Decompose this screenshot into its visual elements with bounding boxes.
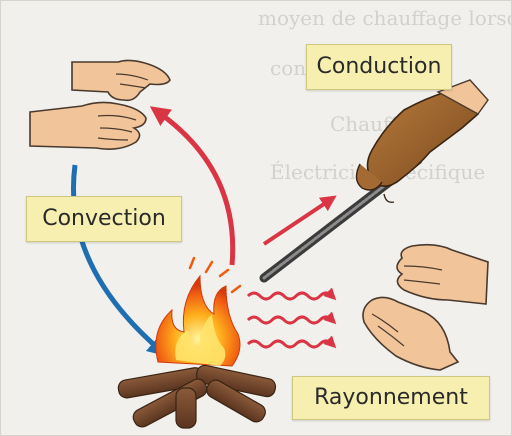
radiation-wave-3 [248,341,332,347]
fire-flame-icon [156,258,240,366]
label-convection: Convection [26,196,182,242]
radiation-waves [248,293,332,347]
leather-glove-icon [356,80,488,202]
radiation-wave-2 [248,317,332,323]
convection-up-arrow [158,112,233,265]
label-conduction: Conduction [306,44,452,90]
radiation-wave-1 [248,293,332,299]
logs-icon [117,364,277,430]
hand-top-upper-icon [72,60,170,100]
convection-down-arrow [73,165,160,350]
hand-top-lower-icon [30,102,146,149]
label-rayonnement: Rayonnement [292,376,490,420]
hand-right-upper-icon [397,245,488,304]
hand-right-lower-icon [363,297,458,370]
